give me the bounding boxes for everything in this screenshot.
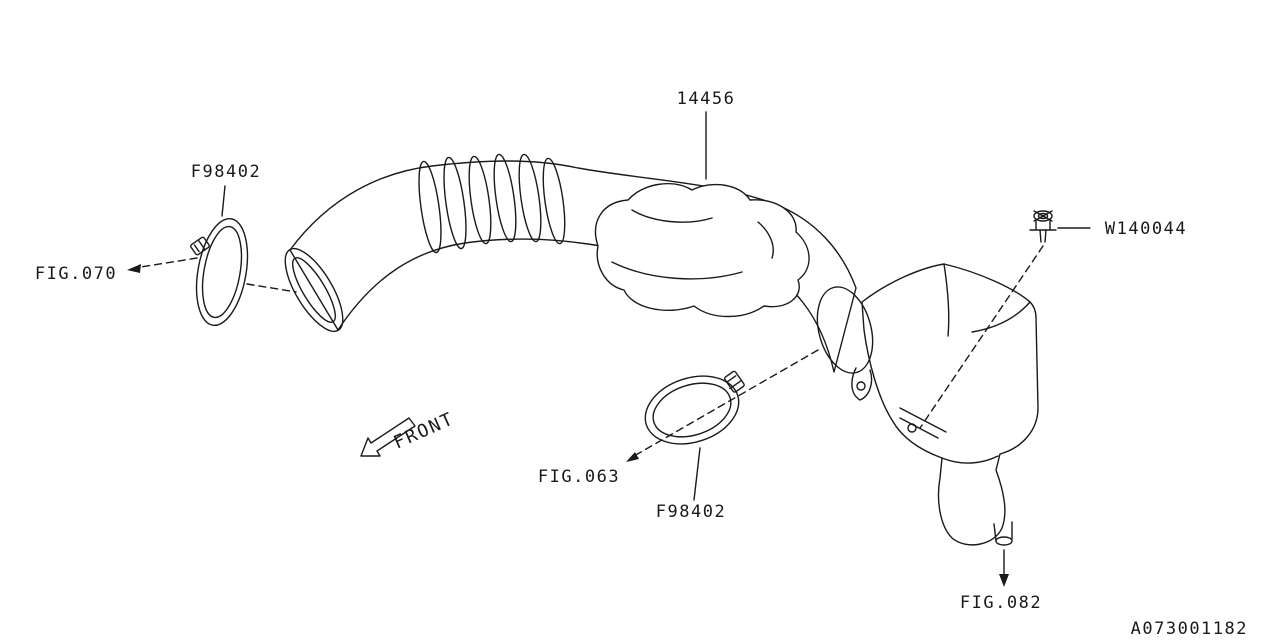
clip-head-outer [1033, 210, 1053, 222]
clamp-front-screw-tick [193, 244, 200, 253]
case-vent-detail [899, 407, 947, 439]
leader-line-f98402-rear [693, 447, 701, 501]
fig-070-reference-label[interactable]: FIG.070 [35, 264, 117, 284]
clamp-rear-screw-tick [729, 380, 742, 390]
duct-inlet-opening-outer [284, 247, 344, 333]
spout-line [993, 523, 997, 542]
vent-line [899, 417, 939, 439]
fig-063-leader-dashed [633, 349, 819, 457]
mounting-tab [851, 367, 873, 401]
case-lower-seam-line [941, 455, 999, 464]
clip-stem-line [1039, 229, 1042, 243]
clamp-front-band-inner [201, 225, 243, 319]
clamp-front-fit-dashed [246, 283, 297, 293]
clamp-front-screw [190, 236, 210, 256]
clamp-rear-screw [724, 370, 745, 393]
part-label-w140044[interactable]: W140044 [1105, 219, 1187, 239]
corrugation-ring [542, 157, 566, 245]
part-label-f98402-rear[interactable]: F98402 [656, 502, 726, 522]
resonator-detail-line [757, 221, 774, 259]
corrugation-ring [518, 153, 542, 243]
vent-hole [907, 423, 917, 433]
mounting-tab-hole [856, 381, 866, 391]
case-top-ridge-line [943, 263, 950, 337]
fig-082-arrow-icon [999, 574, 1009, 587]
clamp-front-screw-housing [190, 236, 210, 256]
leader-line-f98402-front [221, 185, 226, 217]
corrugation-ring [493, 153, 517, 243]
clip-stem-line [1044, 229, 1047, 243]
clip-leader-dashed [919, 245, 1044, 429]
corrugation-ring [418, 160, 442, 254]
fig-063-reference-label[interactable]: FIG.063 [538, 467, 620, 487]
case-front-edge-line [971, 301, 1031, 333]
front-arrow-icon [360, 417, 416, 457]
front-direction-label: FRONT [390, 408, 457, 453]
air-cleaner-case-drawing [861, 263, 1039, 546]
resonator-detail-line [631, 209, 713, 223]
clamp-rear-screw-tick [726, 375, 737, 383]
vent-line [899, 407, 947, 433]
spout-end [995, 536, 1013, 546]
clip-drawing [1029, 210, 1057, 243]
resonator-drawing [594, 183, 810, 318]
case-outlet-spout [993, 521, 1013, 546]
fig-070-leader-dashed [140, 257, 198, 268]
clamp-rear-screw-housing [724, 370, 745, 393]
part-label-14456[interactable]: 14456 [677, 89, 736, 109]
clip-head-inner [1037, 212, 1049, 220]
diagram-code: A073001182 [1131, 619, 1248, 639]
corrugation-ring [468, 155, 492, 245]
clamp-front-drawing [190, 217, 249, 327]
fig-082-reference-label[interactable]: FIG.082 [960, 593, 1042, 613]
clamp-front-screw-tick [198, 240, 206, 250]
clamp-rear-drawing [644, 370, 745, 445]
clamp-front-band-outer [195, 217, 249, 327]
fig-070-arrow-icon [127, 264, 141, 273]
clamp-rear-band-inner [652, 382, 732, 438]
resonator-detail-line [611, 261, 743, 280]
part-label-f98402-front[interactable]: F98402 [191, 162, 261, 182]
corrugation-rings [418, 153, 566, 254]
assembly-drawing [127, 111, 1091, 587]
corrugation-ring [443, 156, 467, 250]
clip-cross-line [1033, 210, 1053, 222]
clamp-rear-band-outer [644, 375, 740, 445]
fig-063-arrow-icon [626, 452, 639, 462]
duct-inlet-opening-inner [292, 257, 336, 323]
diagram-labels: 14456 F98402 FIG.070 W140044 FIG.063 F98… [35, 89, 1248, 639]
duct-outlet-ellipse [816, 286, 874, 374]
